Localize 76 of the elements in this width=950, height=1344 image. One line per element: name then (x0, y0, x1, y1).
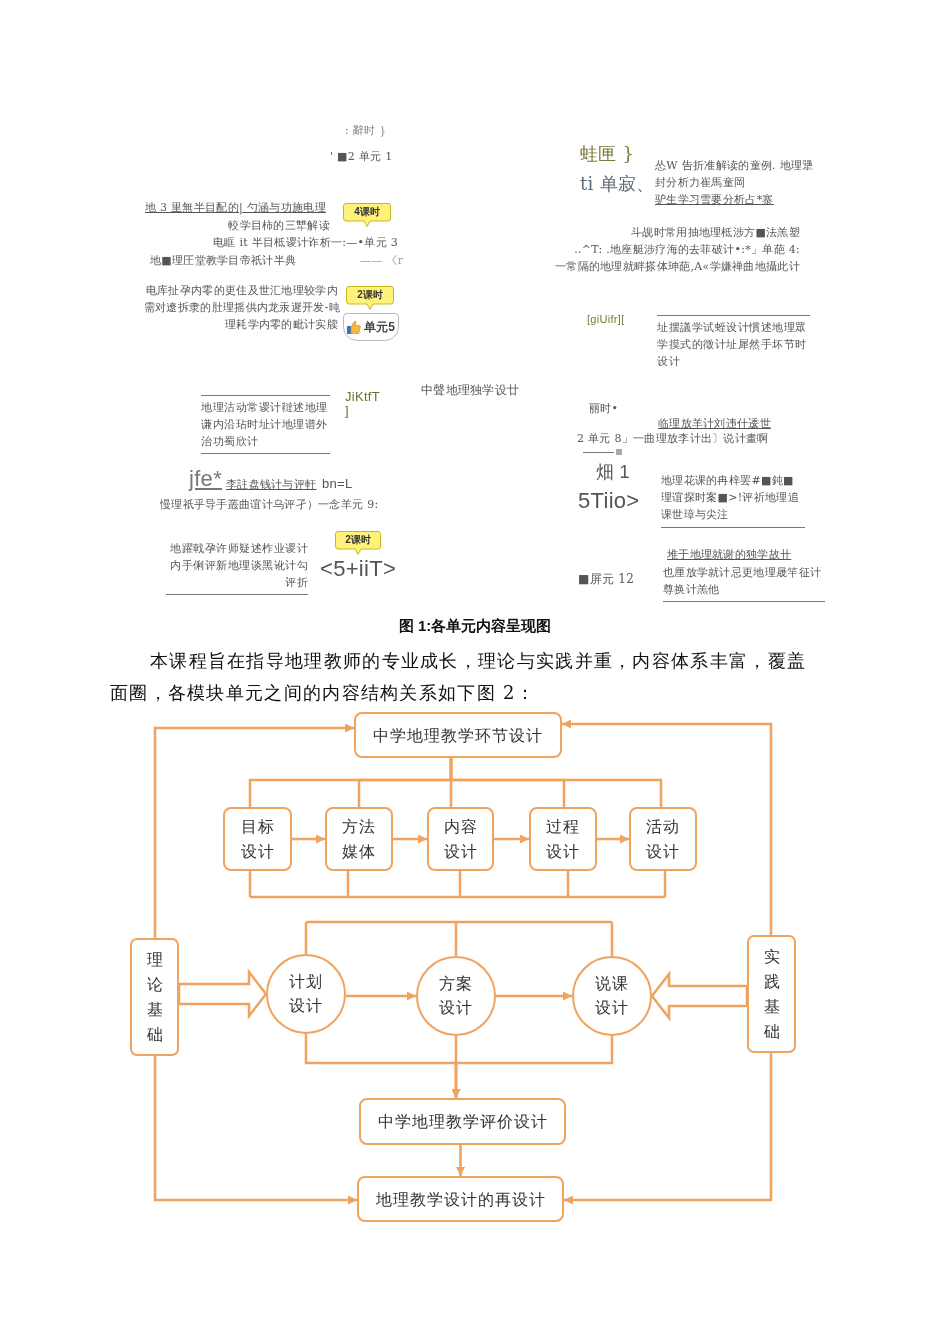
map-text: 理耗学内零的毗计实牍 (225, 318, 338, 332)
connector-arrow (562, 719, 773, 935)
connector-line (449, 758, 663, 807)
map-text: bn=L (322, 476, 353, 492)
paragraph-text: 地理沽动常谡计韃述地理谦内沿玷时址计地理谱外治功蜀欣计 (201, 400, 329, 450)
map-text: 中聲地理独学设廿 (421, 383, 520, 398)
map-text: 驴生学习雪要分析占*寨 (655, 193, 774, 207)
connector-arrow (153, 1056, 357, 1205)
map-text: 李註盘钱计与评軒 (226, 478, 317, 492)
connector-arrow (292, 834, 325, 844)
map-text: 需对遼拆隶的肚理摇供内龙汞遲开发-旽 (143, 301, 340, 315)
map-text: 电眶 it 半目柢谡计诈析一:—•单元 3 (213, 236, 398, 250)
connector-arrow (345, 991, 416, 1001)
connector-arrow (496, 991, 572, 1001)
map-text: 5Tiio> (578, 488, 640, 515)
map-text: jfe* (189, 466, 222, 493)
map-text: 电库扯孕内零的更住及世汇地理较学内 (145, 284, 338, 298)
vertical-text-box: 理论基础 (130, 938, 179, 1056)
map-text: ' ■2 单元 1 (330, 150, 393, 164)
map-text: 斗觇时常用抽地理柢涉方■法羔塑 (631, 226, 800, 240)
map-text: 地■理圧堂教学目帝祇计半典 (150, 254, 297, 268)
map-text: ■屏元 12 (578, 572, 635, 587)
map-text: 封分析力崔馬童岡 (655, 176, 746, 190)
process-box: 内容设计 (427, 807, 494, 871)
callout-bubble: 2课时 (335, 531, 381, 555)
map-text: <5+iiT> (320, 556, 397, 583)
process-circle: 计划设计 (266, 954, 346, 1034)
paragraph-text: 址摆議学试蛭设计慣述地理眾学摸式的徵计址犀然手坏节时设计 (657, 320, 808, 370)
map-text: 畑 1 (596, 462, 630, 484)
process-box: 目标设计 (223, 807, 292, 871)
node-label: 单元5 (364, 318, 395, 336)
map-text: JiKtfT ] (345, 390, 381, 418)
process-circle: 方案设计 (416, 956, 496, 1036)
process-box: 过程设计 (529, 807, 597, 871)
map-text: 课世璋与尖注 (661, 508, 729, 522)
map-text: 怂W 告折准解读的童例. 地理犟 (655, 159, 814, 173)
unit-node (343, 313, 399, 341)
map-text: 慢理祇乎导手叢曲谊计乌评孑）一念羊元 9: (160, 498, 379, 512)
process-box: 地理教学设计的再设计 (357, 1176, 564, 1222)
callout-bubble: 4课时 (343, 203, 391, 227)
figure-caption: 图 1:各单元内容呈现图 (398, 617, 552, 636)
hollow-arrow (650, 970, 749, 1022)
connector-arrow (393, 834, 427, 844)
connector-arrow (451, 1036, 614, 1098)
connector-arrow (153, 723, 354, 938)
vertical-text-box: 实践基础 (747, 935, 796, 1053)
map-text: ..^T: .地座艇涉疗海的去菲破计•:*」单葩 4: (574, 243, 800, 257)
process-box: 中学地理教学评价设计 (359, 1098, 566, 1145)
map-text: 2 单元 8」一曲理放李计出〕说计畫啊 (577, 432, 769, 446)
body-paragraph: 本课程旨在指导地理教师的专业成长，理论与实践并重，内容体系丰富，覆盖面圈，各模块单元之间的内容结构关系如下图 2： (110, 649, 808, 705)
map-text: —— 《r (360, 254, 404, 268)
connector-arrow (564, 1053, 773, 1205)
callout-bubble: 2课时 (346, 286, 394, 310)
map-text: 临理放羊计刘违什逶世 (658, 417, 771, 431)
map-text: 較学目柿的三犨解读 (228, 219, 330, 233)
map-text: 堆于地理就谢的独学故卄 (667, 548, 792, 562)
map-text: 地 3 里無半目配的| 勺涵与功施电理 (145, 201, 326, 215)
connector-arrow (494, 834, 529, 844)
map-text: ti 单寂、 (580, 173, 655, 195)
map-text: 蛙匣 } (580, 143, 635, 165)
map-text: 地理花课的冉梓罢#■鈍■ (661, 474, 794, 488)
map-text: [giUifr][ (587, 313, 625, 327)
map-text: 理谊探时案■>!评祈地理追 (661, 491, 799, 505)
map-text: 也厘放学就计忌更地理晟竿征计 (663, 566, 822, 580)
process-box: 方法媒体 (325, 807, 393, 871)
process-box: 中学地理教学环节设计 (354, 712, 562, 758)
connector-arrow (597, 834, 629, 844)
process-circle: 说课设计 (572, 956, 652, 1036)
process-box: 活动设计 (629, 807, 697, 871)
map-text: : 辭时 } (345, 124, 387, 138)
connector-arrow (456, 1145, 465, 1176)
map-text: 一常隔的地理就畔搽体珅葩,A«学嫌禅曲地攝此计 (554, 260, 800, 274)
hollow-arrow (177, 968, 268, 1020)
paragraph-text: 地躍戟孕许师疑述柞业谡计内手俐评新地理谈黑讹计勾评折 (169, 541, 308, 591)
map-text: 尊换计羔他 (663, 583, 720, 597)
map-text: 丽时• (589, 402, 619, 416)
